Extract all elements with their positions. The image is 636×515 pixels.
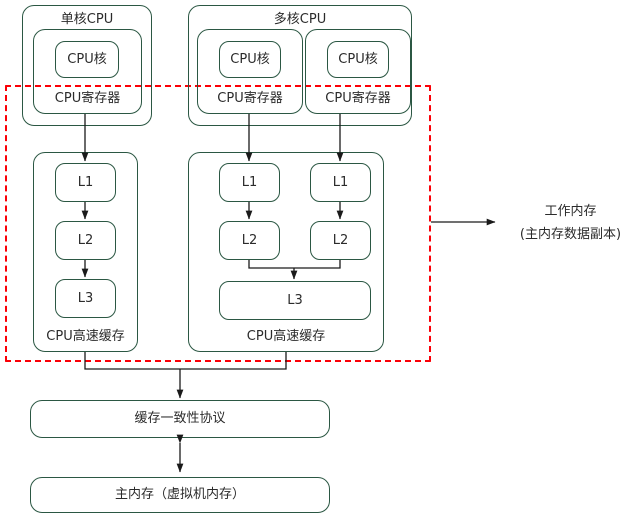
multi-core-register-label-1: CPU寄存器 xyxy=(325,91,391,107)
multi-core-l1-label-1: L1 xyxy=(332,174,349,190)
multi-cpu-core-box-0: CPU核 xyxy=(219,41,281,78)
cache-coherence-protocol-label: 缓存一致性协议 xyxy=(134,411,226,427)
single-core-register-label: CPU寄存器 xyxy=(54,91,121,107)
multi-core-shared-l3-box: L3 xyxy=(219,281,371,320)
multi-core-l2-label-1: L2 xyxy=(332,232,349,248)
single-core-l2-box: L2 xyxy=(55,221,116,260)
single-cpu-core-box: CPU核 xyxy=(55,41,119,78)
multi-core-l1-box-0: L1 xyxy=(219,163,280,202)
multi-cpu-core-label-0: CPU核 xyxy=(230,51,270,67)
multi-core-l2-box-1: L2 xyxy=(310,221,371,260)
single-core-cache-label: CPU高速缓存 xyxy=(46,329,125,345)
single-core-cpu-title: 单核CPU xyxy=(60,12,114,27)
single-core-l3-box: L3 xyxy=(55,279,116,318)
multi-core-l1-box-1: L1 xyxy=(310,163,371,202)
main-memory-box: 主内存（虚拟机内存） xyxy=(30,477,330,513)
single-core-l1-label: L1 xyxy=(77,174,94,190)
multi-core-l1-label-0: L1 xyxy=(241,174,258,190)
multi-core-register-label-0: CPU寄存器 xyxy=(217,91,283,107)
working-memory-annotation-line2: (主内存数据副本) xyxy=(519,227,622,242)
multi-core-l2-label-0: L2 xyxy=(241,232,258,248)
single-core-l3-label: L3 xyxy=(77,290,94,306)
working-memory-annotation: 工作内存 (主内存数据副本) xyxy=(505,200,636,242)
single-core-l1-box: L1 xyxy=(55,163,116,202)
working-memory-annotation-line1: 工作内存 xyxy=(544,204,597,219)
multi-core-cache-label: CPU高速缓存 xyxy=(246,329,326,345)
main-memory-label: 主内存（虚拟机内存） xyxy=(114,487,245,503)
cache-coherence-protocol-box: 缓存一致性协议 xyxy=(30,400,330,438)
multi-cpu-core-label-1: CPU核 xyxy=(338,51,378,67)
multi-cpu-core-box-1: CPU核 xyxy=(327,41,389,78)
multi-core-shared-l3-label: L3 xyxy=(287,292,303,308)
multi-core-l2-box-0: L2 xyxy=(219,221,280,260)
multi-core-cpu-title: 多核CPU xyxy=(273,12,327,27)
single-cpu-core-label: CPU核 xyxy=(67,51,107,67)
single-core-l2-label: L2 xyxy=(77,232,94,248)
